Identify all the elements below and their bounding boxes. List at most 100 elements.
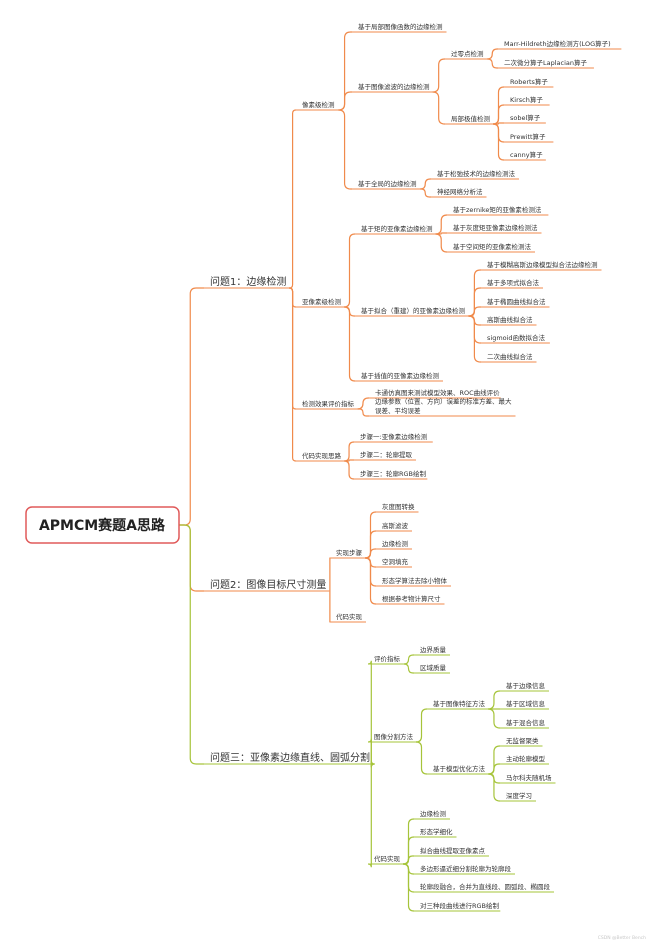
node-label: 主动轮廓模型 xyxy=(506,754,546,763)
topic-node[interactable]: 基于混合信息 xyxy=(500,718,549,729)
connector-line xyxy=(343,306,356,382)
connector-line xyxy=(343,233,356,308)
connector-line xyxy=(179,524,204,765)
topic-node[interactable]: 边缘检测 xyxy=(376,539,412,550)
topic-node[interactable]: 拟合曲线提取亚像素点 xyxy=(414,846,489,857)
node-label: Prewitt算子 xyxy=(510,132,546,141)
topic-node[interactable]: 高斯曲线拟合法 xyxy=(481,315,537,326)
node-label: 评价指标 xyxy=(374,654,401,663)
topic-node[interactable]: 基于松弛技术的边缘检测法 xyxy=(431,169,519,180)
topic-node[interactable]: 基于区域信息 xyxy=(500,699,549,710)
topic-node[interactable]: 边界质量 xyxy=(414,645,450,656)
topic-node[interactable]: 根据参考物计算尺寸 xyxy=(376,594,445,605)
topic-node[interactable]: 代码实现思路 xyxy=(296,451,345,462)
topic-node[interactable]: 基于矩的亚像素边缘检测 xyxy=(355,224,437,235)
node-label: 二次曲线拟合法 xyxy=(487,352,533,361)
branch-node[interactable]: 问题三：亚像素边缘直线、圆弧分割 xyxy=(204,751,374,765)
connector-line xyxy=(468,315,481,363)
topic-node[interactable]: 评价指标 xyxy=(368,654,404,665)
topic-node[interactable]: Marr-Hildreth边缘检测方(LOG算子) xyxy=(498,39,622,50)
topic-node[interactable]: 基于全局的边缘检测 xyxy=(352,179,421,190)
connector-line xyxy=(403,654,414,665)
topic-node[interactable]: 无监督聚类 xyxy=(500,736,543,747)
topic-node[interactable]: 基于模糊高斯边缘模型拟合法边缘检测 xyxy=(481,260,602,271)
connector-line xyxy=(435,214,448,235)
topic-node[interactable]: 基于多项式拟合法 xyxy=(481,278,543,289)
root-node-box[interactable] xyxy=(25,506,180,544)
topic-node[interactable]: 马尔科夫随机场 xyxy=(500,773,556,784)
topic-node[interactable]: 主动轮廓模型 xyxy=(500,754,549,765)
topic-node[interactable]: 像素级检测 xyxy=(296,100,339,111)
node-label: 基于全局的边缘检测 xyxy=(358,179,417,188)
topic-node[interactable]: 灰度图转换 xyxy=(376,502,419,513)
connector-line xyxy=(488,763,500,775)
topic-node[interactable]: 对三种段曲线进行RGB绘制 xyxy=(414,901,501,912)
topic-node[interactable]: 基于图像特征方法 xyxy=(427,699,489,710)
topic-node[interactable]: 空洞填充 xyxy=(376,557,412,568)
branch-node[interactable]: 问题1：边缘检测 xyxy=(204,275,290,289)
topic-node[interactable]: 检测效果评价指标 xyxy=(296,399,358,410)
topic-node[interactable]: 基于插值的亚像素边缘检测 xyxy=(355,371,443,382)
topic-node[interactable]: 基于空间矩的亚像素检测法 xyxy=(447,242,535,253)
topic-node[interactable]: 基于模型优化方法 xyxy=(427,764,489,775)
topic-node[interactable]: 实现步骤 xyxy=(330,548,366,559)
connector-line xyxy=(487,58,498,69)
topic-node[interactable]: 代码实现 xyxy=(330,612,366,623)
topic-node[interactable]: sobel算子 xyxy=(504,113,546,124)
node-label: 基于松弛技术的边缘检测法 xyxy=(437,169,516,178)
topic-node[interactable]: 基于边缘信息 xyxy=(500,681,549,692)
topic-node[interactable]: 局部极值检测 xyxy=(445,114,494,125)
node-label: 无监督聚类 xyxy=(506,736,539,745)
node-label: 基于灰度矩亚像素边缘检测法 xyxy=(453,223,538,232)
topic-node[interactable]: 代码实现 xyxy=(368,854,404,865)
topic-node[interactable]: 边缘检测 xyxy=(414,809,450,820)
node-label: 空洞填充 xyxy=(382,557,409,566)
topic-node[interactable]: 形态学细化 xyxy=(414,827,457,838)
node-label: 检测效果评价指标 xyxy=(302,399,355,408)
topic-node[interactable]: 卡通仿真图来测试模型效果、ROC曲线评价 xyxy=(369,388,501,399)
node-label: 问题2：图像目标尺寸测量 xyxy=(210,578,326,591)
topic-node[interactable]: 轮廓段融合，合并为直线段、圆弧段、椭圆段 xyxy=(414,882,554,893)
topic-node[interactable]: 多边形逼近细分割轮廓为轮廓段 xyxy=(414,864,515,875)
topic-node[interactable]: 二次微分算子Laplacian算子 xyxy=(498,58,594,69)
topic-node[interactable]: 神经网络分析法 xyxy=(431,187,487,198)
topic-node[interactable]: 深度学习 xyxy=(500,791,536,802)
connector-line xyxy=(492,104,505,125)
topic-node[interactable]: 基于拟合（重建）的亚像素边缘检测 xyxy=(355,306,469,317)
topic-node[interactable]: 基于局部图像函数的边缘检测 xyxy=(352,22,447,33)
node-label: 基于多项式拟合法 xyxy=(487,278,540,287)
topic-node[interactable]: 形态学算法去除小物体 xyxy=(376,576,451,587)
node-label: 神经网络分析法 xyxy=(437,187,483,196)
topic-node[interactable]: Kirsch算子 xyxy=(504,95,550,106)
topic-node[interactable]: 步骤三：轮廓RGB绘制 xyxy=(354,469,428,480)
node-label: 多边形逼近细分割轮廓为轮廓段 xyxy=(420,864,512,873)
node-label: 基于拟合（重建）的亚像素边缘检测 xyxy=(361,306,466,315)
topic-node[interactable]: canny算子 xyxy=(504,150,546,161)
topic-node[interactable]: 区域质量 xyxy=(414,663,450,674)
topic-node[interactable]: 步骤一:亚像素边缘检测 xyxy=(354,432,433,443)
node-label: 图像分割方法 xyxy=(374,732,414,741)
topic-node[interactable]: 图像分割方法 xyxy=(368,732,417,743)
topic-node[interactable]: 亚像素级检测 xyxy=(296,297,345,308)
branch-node[interactable]: 问题2：图像目标尺寸测量 xyxy=(204,578,330,592)
topic-node[interactable]: 基于椭圆曲线拟合法 xyxy=(481,297,550,308)
connector-line xyxy=(289,109,297,289)
topic-node[interactable]: 基于zernike矩的亚像素检测法 xyxy=(447,205,549,216)
node-label: 基于图像特征方法 xyxy=(433,699,486,708)
topic-node[interactable]: 步骤二：轮廓提取 xyxy=(354,450,416,461)
topic-node[interactable]: sigmoid函数拟合法 xyxy=(481,333,550,344)
node-label: 问题三：亚像素边缘直线、圆弧分割 xyxy=(210,751,370,764)
topic-node[interactable]: Prewitt算子 xyxy=(504,132,554,143)
node-label: 基于空间矩的亚像素检测法 xyxy=(453,242,532,251)
topic-node[interactable]: 基于灰度矩亚像素边缘检测法 xyxy=(447,223,542,234)
topic-node[interactable]: 二次曲线拟合法 xyxy=(481,352,537,363)
node-label: 边缘参数（位置、方向）误差的标准方差、最大 xyxy=(375,397,512,406)
topic-node[interactable]: 基于图像滤波的边缘检测 xyxy=(352,82,434,93)
topic-node[interactable]: 过零点检测 xyxy=(445,49,488,60)
topic-node[interactable]: 高斯滤波 xyxy=(376,521,412,532)
topic-node[interactable]: Roberts算子 xyxy=(504,77,554,88)
connector-line xyxy=(420,188,431,198)
